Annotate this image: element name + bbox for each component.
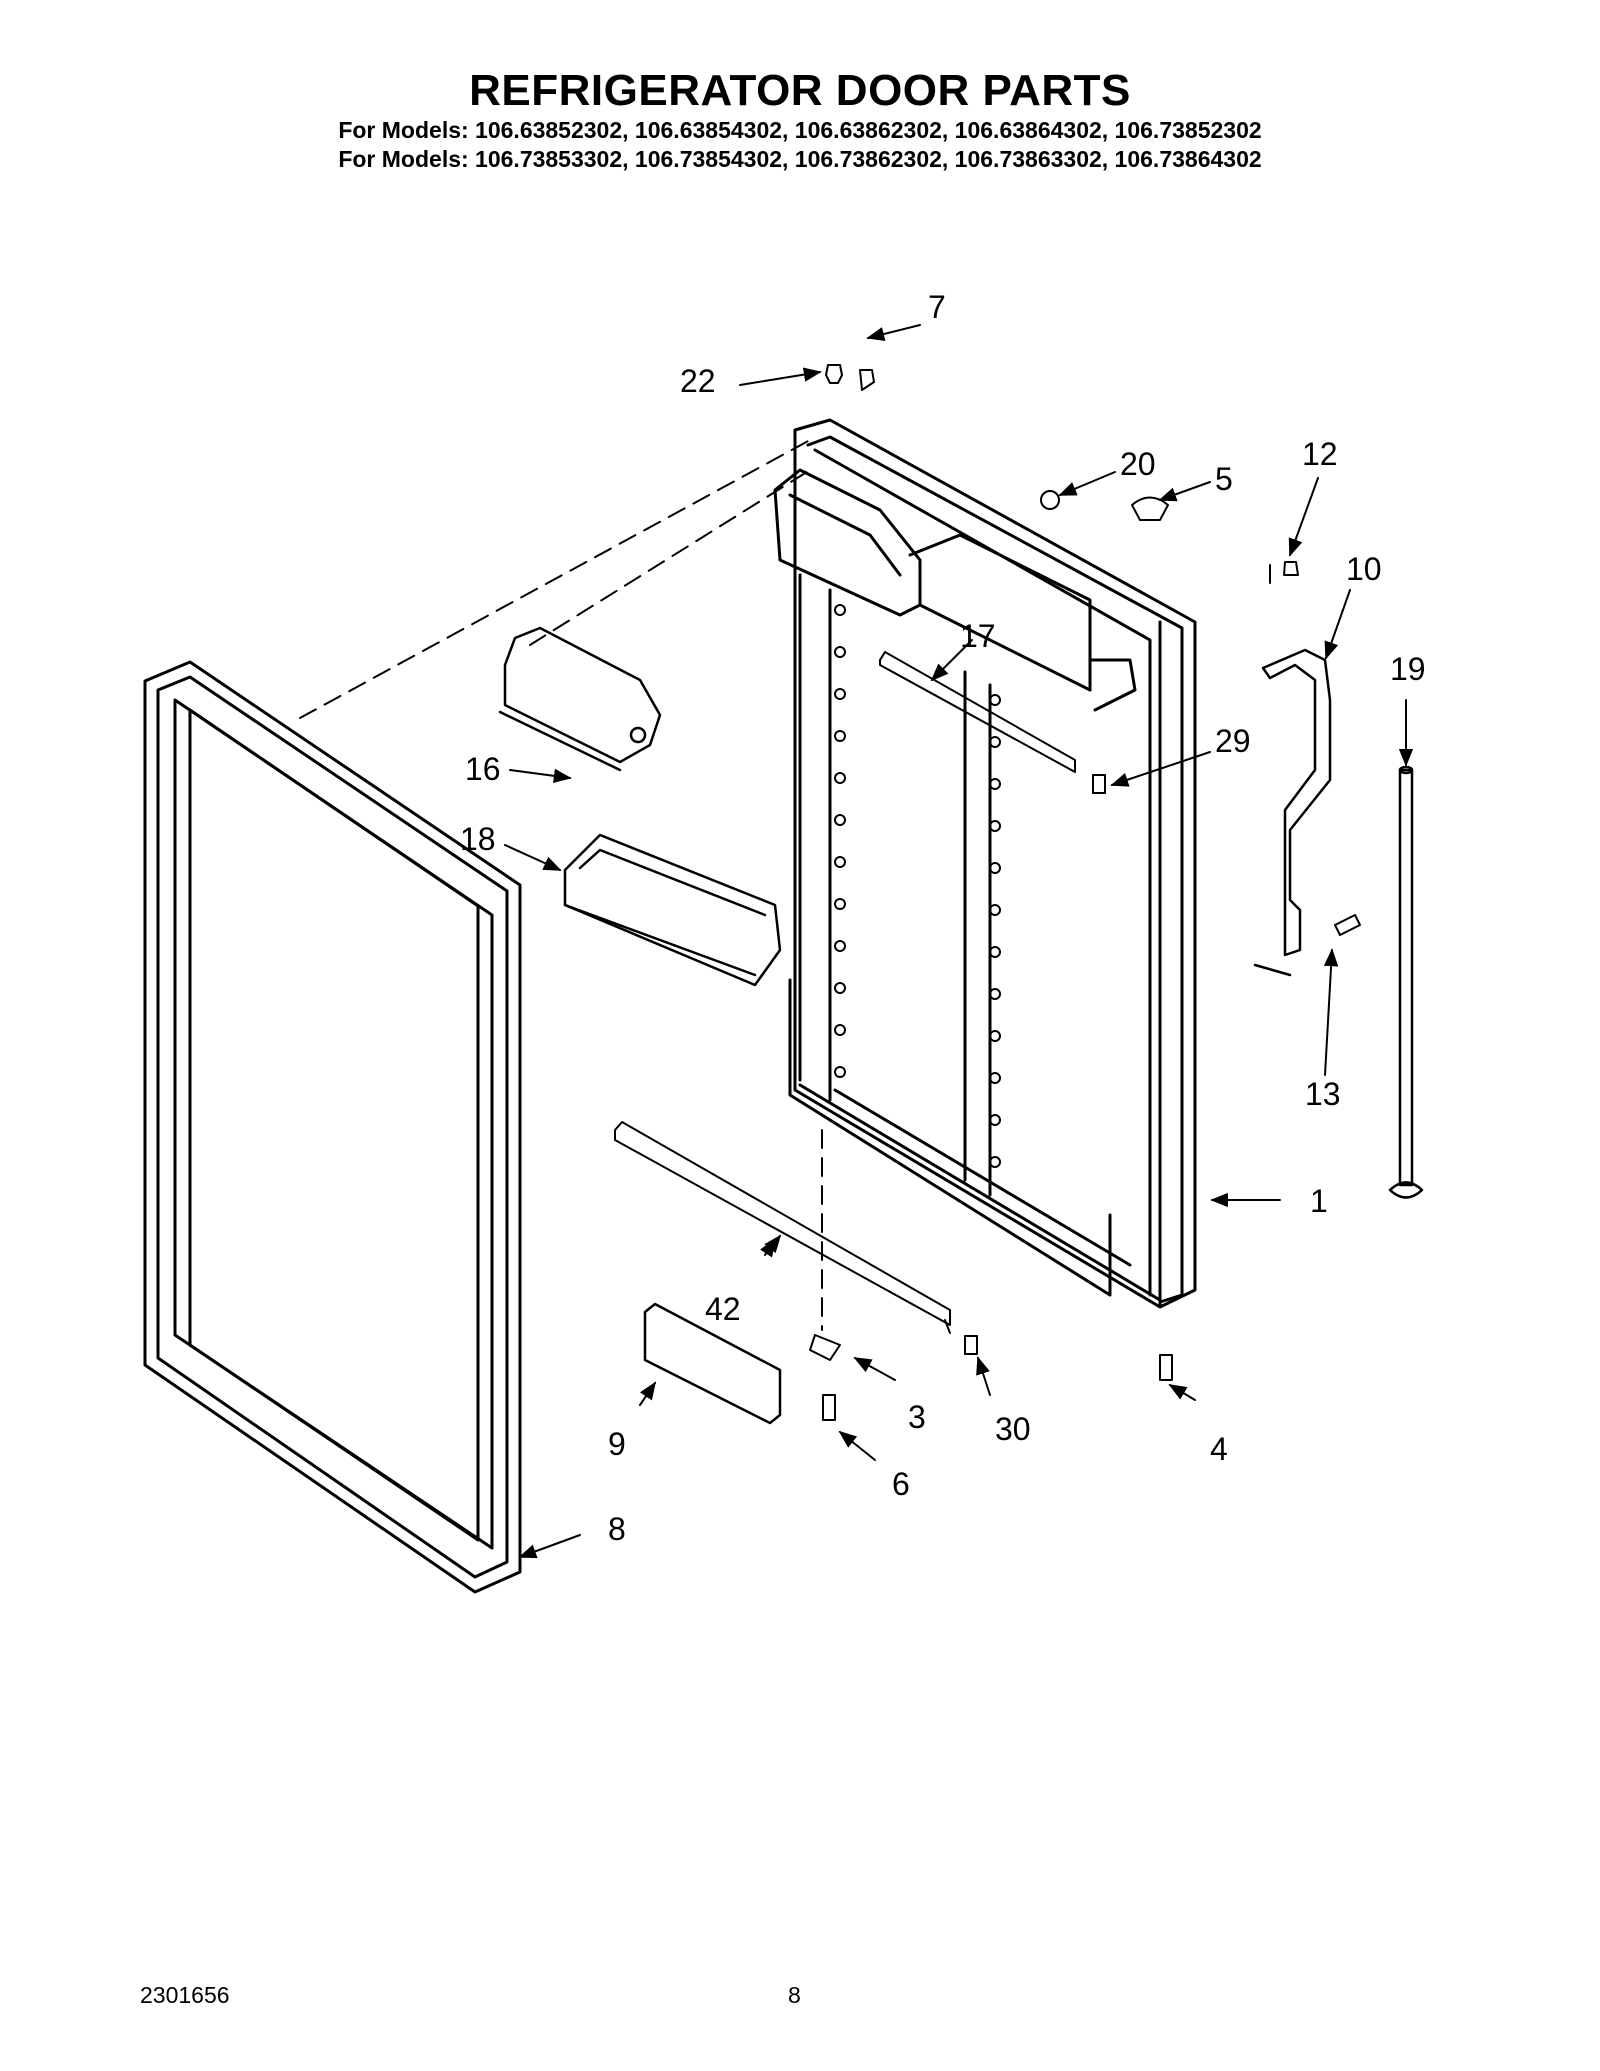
callout-9: 9	[608, 1426, 626, 1462]
callout-16: 16	[465, 751, 501, 787]
callout-3: 3	[908, 1399, 926, 1435]
page-number: 8	[788, 1982, 801, 2008]
hardware-screws	[809, 364, 1361, 1421]
callout-7: 7	[928, 289, 946, 325]
callout-30: 30	[995, 1411, 1031, 1447]
upper-trim-strip	[879, 651, 1076, 773]
door-handle	[1253, 648, 1332, 977]
callout-1: 1	[1310, 1183, 1328, 1219]
callout-18: 18	[460, 821, 496, 857]
shelf-studs	[834, 604, 1001, 1168]
callout-29: 29	[1215, 723, 1251, 759]
callout-labels: 22 7 20 5 12 10 19 17 29 16 18 13 1 42 3…	[460, 289, 1426, 1547]
end-caps	[964, 774, 1106, 1355]
callout-5: 5	[1215, 461, 1233, 497]
callout-22: 22	[680, 363, 716, 399]
callout-17: 17	[960, 618, 996, 654]
callout-13: 13	[1305, 1076, 1341, 1112]
callout-20: 20	[1120, 446, 1156, 482]
rod-tube	[1388, 765, 1424, 1199]
door-panel	[773, 418, 1197, 1309]
callout-6: 6	[892, 1466, 910, 1502]
shelf-cover	[498, 626, 662, 772]
callout-8: 8	[608, 1511, 626, 1547]
dairy-door	[643, 1302, 782, 1425]
door-gasket	[143, 660, 522, 1594]
document-number: 2301656	[140, 1982, 230, 2008]
callout-19: 19	[1390, 651, 1426, 687]
callout-12: 12	[1302, 436, 1338, 472]
alignment-lines	[299, 439, 1271, 1331]
leader-arrows	[504, 324, 1414, 1559]
page-title: REFRIGERATOR DOOR PARTS	[469, 66, 1131, 115]
callout-42: 42	[705, 1291, 741, 1327]
callout-10: 10	[1346, 551, 1382, 587]
models-line-1: For Models: 106.63852302, 106.63854302, …	[338, 117, 1262, 143]
callout-4: 4	[1210, 1431, 1228, 1467]
lower-trim-strip	[614, 1121, 951, 1334]
door-bin	[563, 833, 782, 987]
models-line-2: For Models: 106.73853302, 106.73854302, …	[338, 146, 1262, 172]
